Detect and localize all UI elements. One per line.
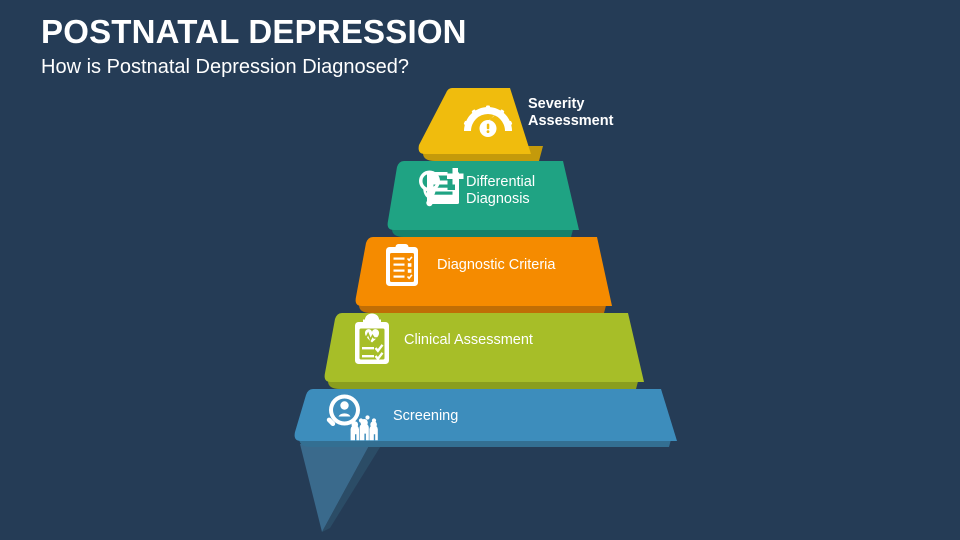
gauge-severity-icon [463,105,513,137]
medical-document-stethoscope-icon [419,168,464,207]
pyramid-tier-diagnostic-criteria[interactable] [355,237,612,313]
page-title: POSTNATAL DEPRESSION [41,13,467,50]
magnifier-people-icon [326,394,378,441]
tier-label-severity-assessment: Severity Assessment [528,96,614,130]
page-subtitle: How is Postnatal Depression Diagnosed? [41,55,409,78]
tier-label-differential-diagnosis: Differential Diagnosis [466,174,536,208]
pyramid-tier-screening[interactable] [294,389,677,447]
tier-label-clinical-assessment: Clinical Assessment [404,332,533,348]
pyramid-tier-severity-assessment[interactable] [418,88,543,161]
tier-label-screening: Screening [393,408,459,424]
clipboard-checklist-icon [386,244,418,286]
pyramid-tier-clinical-assessment[interactable] [324,313,644,389]
slide-header: POSTNATAL DEPRESSION How is Postnatal De… [41,14,467,78]
clipboard-heartbeat-icon [355,313,389,364]
tier-label-diagnostic-criteria: Diagnostic Criteria [437,257,556,273]
pyramid-base-fold [300,444,382,532]
